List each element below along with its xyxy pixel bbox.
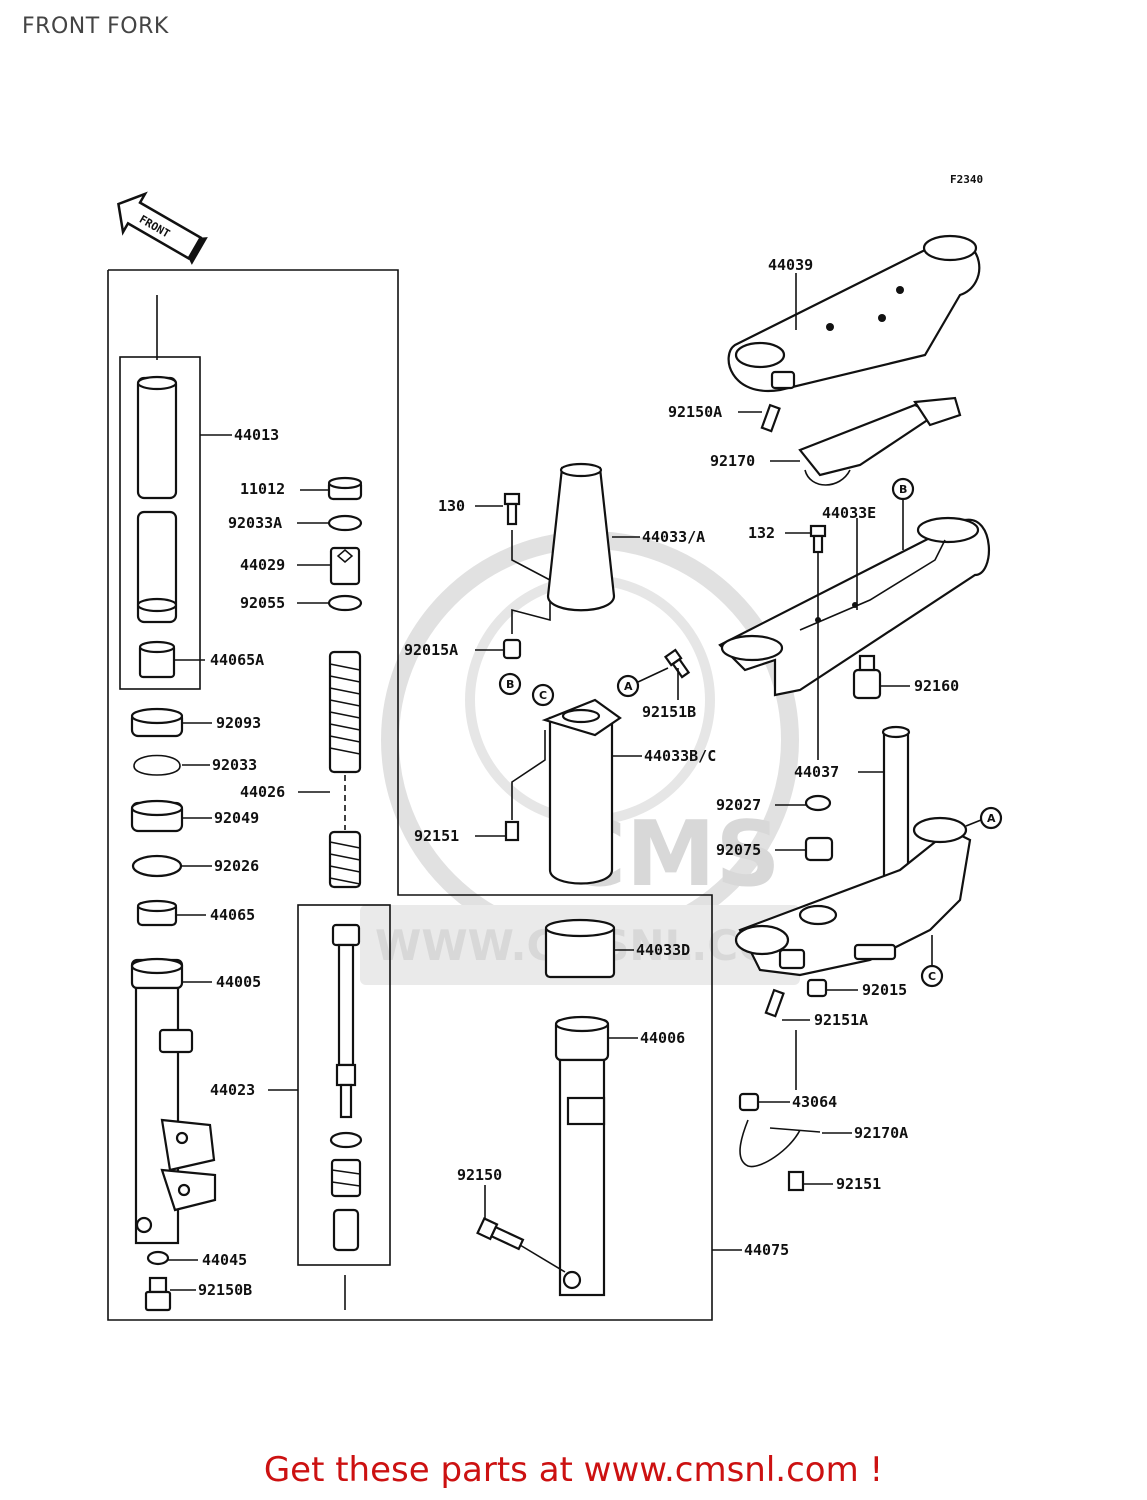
part-label-44029: 44029 bbox=[240, 556, 285, 574]
o-ring-part-2 bbox=[327, 594, 363, 612]
part-label-44037: 44037 bbox=[794, 763, 839, 781]
bushing-part bbox=[138, 640, 176, 679]
part-label-92151-right: 92151 bbox=[836, 1175, 881, 1193]
part-label-92151-middle: 92151 bbox=[414, 827, 459, 845]
part-label-11012: 11012 bbox=[240, 480, 285, 498]
part-label-44033A: 44033/A bbox=[642, 528, 705, 546]
part-label-92150A: 92150A bbox=[668, 403, 722, 421]
footer-promo-link[interactable]: Get these parts at www.cmsnl.com ! bbox=[263, 1450, 884, 1490]
part-label-92049: 92049 bbox=[214, 809, 259, 827]
part-label-92170: 92170 bbox=[710, 452, 755, 470]
cable-clamp-part bbox=[798, 396, 962, 486]
part-label-92033: 92033 bbox=[212, 756, 257, 774]
front-arrow-icon: FRONT bbox=[117, 191, 208, 265]
adjuster-part bbox=[329, 546, 361, 586]
upper-bracket-part bbox=[727, 234, 981, 393]
part-label-44005: 44005 bbox=[216, 973, 261, 991]
part-label-92027: 92027 bbox=[716, 796, 761, 814]
nut-43064-part bbox=[738, 1092, 760, 1112]
axle-bolt-part bbox=[476, 1217, 525, 1251]
svg-text:C: C bbox=[539, 689, 547, 702]
part-label-44075: 44075 bbox=[744, 1241, 789, 1259]
ref-marker-a bbox=[616, 674, 640, 698]
part-label-92160: 92160 bbox=[914, 677, 959, 695]
bolt-92151-right-part bbox=[787, 1170, 805, 1192]
front-fork-diagram: CMS WWW.CMSNL.COM F2340 FRONT 44013 1101… bbox=[107, 173, 1003, 1321]
part-label-44023: 44023 bbox=[210, 1081, 255, 1099]
drain-bolt-part bbox=[144, 1276, 172, 1312]
part-label-44013: 44013 bbox=[234, 426, 279, 444]
lower-fork-cover-part bbox=[541, 698, 622, 885]
part-label-92151A: 92151A bbox=[814, 1011, 868, 1029]
steering-stem-part bbox=[734, 725, 972, 977]
part-label-92075: 92075 bbox=[716, 841, 761, 859]
svg-text:A: A bbox=[624, 680, 633, 693]
nut-92015A-part bbox=[502, 638, 522, 660]
part-label-44045: 44045 bbox=[202, 1251, 247, 1269]
outer-tube-left-part bbox=[130, 957, 217, 1245]
part-label-92151B: 92151B bbox=[642, 703, 696, 721]
inner-frame-damper bbox=[297, 904, 391, 1266]
assembly-frame bbox=[107, 269, 713, 1321]
ref-marker-b bbox=[498, 672, 522, 696]
clamp-92170A-part bbox=[739, 1119, 821, 1168]
nut-92015-part bbox=[806, 978, 828, 998]
washer-92027-part bbox=[804, 794, 832, 812]
part-label-92150: 92150 bbox=[457, 1166, 502, 1184]
part-label-44033BC: 44033B/C bbox=[644, 747, 716, 765]
collar-92075-part bbox=[804, 836, 834, 862]
svg-text:B: B bbox=[506, 678, 514, 691]
drain-washer-part bbox=[146, 1250, 170, 1266]
outer-tube-right-part bbox=[554, 1015, 610, 1297]
part-label-44033E: 44033E bbox=[822, 504, 876, 522]
ref-marker-c bbox=[531, 683, 555, 707]
svg-text:B: B bbox=[899, 483, 907, 496]
circlip-part bbox=[133, 754, 181, 776]
oil-seal-part bbox=[130, 799, 184, 833]
bolt-92150A-part bbox=[760, 403, 781, 433]
part-label-44026: 44026 bbox=[240, 783, 285, 801]
svg-text:C: C bbox=[928, 970, 936, 983]
guide-bushing-part bbox=[136, 899, 178, 927]
part-label-92015A: 92015A bbox=[404, 641, 458, 659]
cap-bolt-part bbox=[327, 476, 363, 501]
fork-spring-part bbox=[328, 650, 362, 889]
o-ring-part bbox=[327, 514, 363, 532]
bolt-92151-middle-part bbox=[504, 820, 520, 842]
part-label-44006: 44006 bbox=[640, 1029, 685, 1047]
part-label-92015: 92015 bbox=[862, 981, 907, 999]
ref-marker-b-upper bbox=[891, 477, 915, 501]
part-label-130: 130 bbox=[438, 497, 465, 515]
part-label-43064: 43064 bbox=[792, 1093, 837, 1111]
svg-text:A: A bbox=[987, 812, 996, 825]
upper-fork-cover-part bbox=[546, 462, 616, 612]
part-label-132: 132 bbox=[748, 524, 775, 542]
diagram-code: F2340 bbox=[950, 173, 983, 186]
part-label-92055: 92055 bbox=[240, 594, 285, 612]
cover-44033D-part bbox=[544, 918, 616, 979]
part-label-44065A: 44065A bbox=[210, 651, 264, 669]
bolt-92151A-part bbox=[764, 988, 785, 1018]
bolt-130-part bbox=[503, 492, 521, 526]
inner-frame-left bbox=[119, 356, 201, 690]
page-title: FRONT FORK bbox=[22, 14, 169, 39]
rubber-damper-part bbox=[852, 654, 882, 700]
part-label-44065: 44065 bbox=[210, 906, 255, 924]
part-label-92150B: 92150B bbox=[198, 1281, 252, 1299]
fork-tube-part bbox=[136, 375, 178, 624]
washer-part bbox=[131, 854, 183, 878]
part-label-92170A: 92170A bbox=[854, 1124, 908, 1142]
part-label-44039: 44039 bbox=[768, 256, 813, 274]
ref-marker-a-lower bbox=[979, 806, 1003, 830]
bolt-132-part bbox=[809, 524, 827, 554]
part-label-92093: 92093 bbox=[216, 714, 261, 732]
lower-cover-bracket-part bbox=[718, 516, 991, 697]
damper-rod-part bbox=[329, 923, 363, 1252]
part-label-92033A: 92033A bbox=[228, 514, 282, 532]
dust-seal-part bbox=[130, 707, 184, 738]
part-label-92026: 92026 bbox=[214, 857, 259, 875]
part-label-44033D: 44033D bbox=[636, 941, 690, 959]
